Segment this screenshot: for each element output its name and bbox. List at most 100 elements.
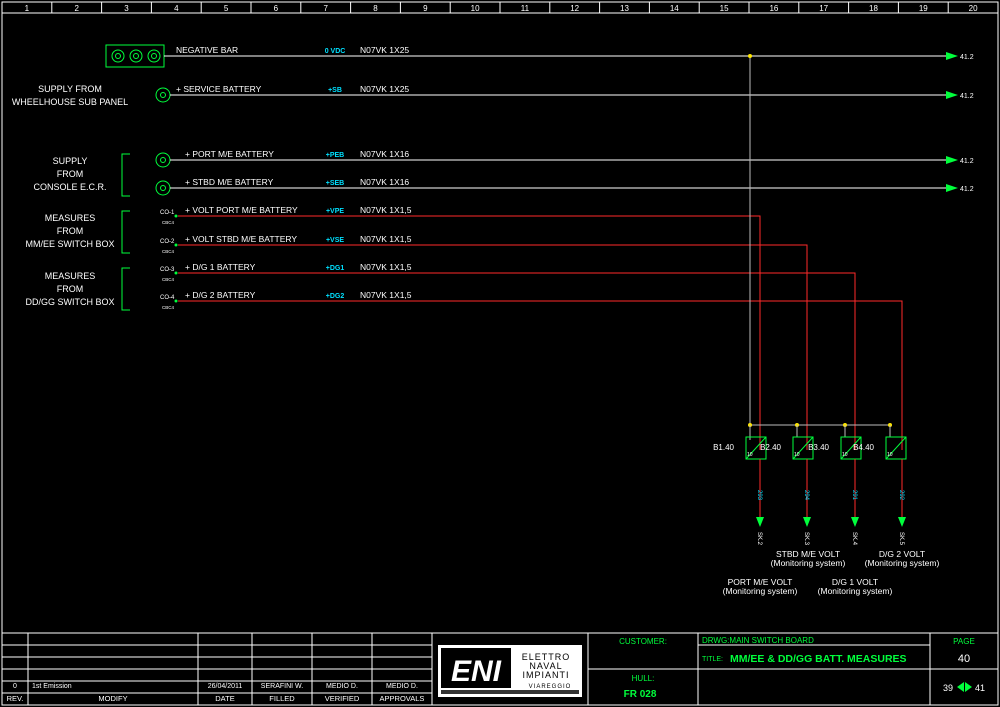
column-number: 17 — [819, 4, 828, 13]
modify-value: 1st Emission — [32, 683, 72, 690]
page-reference[interactable]: 41.2 — [960, 186, 974, 193]
title-label: TITLE: — [702, 656, 723, 663]
supply-terminal-inner — [160, 92, 166, 98]
column-number: 14 — [670, 4, 679, 13]
column-number: 18 — [869, 4, 878, 13]
line-label: + VOLT PORT M/E BATTERY — [185, 205, 298, 215]
logo-text: ENI — [451, 655, 502, 688]
column-number: 3 — [124, 4, 129, 13]
measure-module-body[interactable] — [792, 436, 814, 460]
column-number: 7 — [323, 4, 328, 13]
hull-value: FR 028 — [624, 689, 657, 700]
cable-type: N07VK 1X1,5 — [360, 262, 412, 272]
connector-dot — [174, 214, 178, 218]
continuation-arrow-icon[interactable] — [946, 52, 958, 60]
group-mmee-line-2: FROM — [57, 226, 84, 236]
measure-module-body[interactable] — [840, 436, 862, 460]
page-reference[interactable]: 41.2 — [960, 158, 974, 165]
measure-module-body[interactable] — [885, 436, 907, 460]
terminal-label: SK.3 — [803, 532, 809, 546]
group-mmee-line-3: MM/EE SWITCH BOX — [25, 239, 114, 249]
verified-header: VERIFIED — [325, 694, 360, 703]
page-reference[interactable]: 41.2 — [960, 93, 974, 100]
column-number: 16 — [769, 4, 778, 13]
column-number: 20 — [969, 4, 978, 13]
group-mmee-bracket — [121, 210, 130, 254]
group-ddgg-line-2: FROM — [57, 284, 84, 294]
group-console-line-1: SUPPLY — [53, 156, 88, 166]
module-diagonal — [745, 436, 767, 460]
terminal-circle-inner — [133, 53, 139, 59]
module-id: B3.40 — [808, 443, 829, 452]
measure-wire — [178, 300, 903, 450]
next-page-number[interactable]: 41 — [975, 683, 985, 693]
group-ddgg-bracket — [121, 267, 130, 311]
page-reference[interactable]: 41.2 — [960, 54, 974, 61]
company-name-1: ELETTRO — [522, 652, 571, 662]
next-page-arrow-icon[interactable] — [965, 682, 972, 692]
supply-terminal — [155, 152, 171, 168]
group-ddgg-line-1: MEASURES — [45, 271, 96, 281]
output-arrow-icon[interactable] — [851, 517, 859, 527]
group-console-bracket — [121, 153, 130, 197]
column-number: 12 — [570, 4, 579, 13]
signal-name: +DG1 — [326, 265, 345, 272]
module-pin: 10 — [794, 452, 800, 458]
customer-label: CUSTOMER: — [619, 637, 667, 646]
cable-type: N07VK 1X1,5 — [360, 290, 412, 300]
output-arrow-icon[interactable] — [898, 517, 906, 527]
connector-sub: CBC4 — [162, 220, 175, 225]
output-stbd-sub: (Monitoring system) — [771, 558, 846, 568]
prev-page-arrow-icon[interactable] — [957, 682, 964, 692]
approvals-header: APPROVALS — [380, 694, 425, 703]
line-label: NEGATIVE BAR — [176, 45, 238, 55]
output-stbd-title: STBD M/E VOLT — [776, 549, 840, 559]
terminal-label: SK.4 — [851, 532, 857, 546]
terminal-circle-inner — [115, 53, 121, 59]
continuation-arrow-icon[interactable] — [946, 184, 958, 192]
continuation-arrow-icon[interactable] — [946, 91, 958, 99]
connector-tag: CO-3 — [160, 267, 175, 273]
output-arrow-icon[interactable] — [756, 517, 764, 527]
output-dg1-title: D/G 1 VOLT — [832, 577, 878, 587]
wire-number: 292 — [898, 490, 904, 501]
module-diagonal — [885, 436, 907, 460]
cable-type: N07VK 1X25 — [360, 45, 409, 55]
cable-type: N07VK 1X16 — [360, 177, 409, 187]
signal-name: +VPE — [326, 208, 344, 215]
terminal-circle — [147, 49, 161, 63]
supply-terminal — [155, 180, 171, 196]
output-dg2-sub: (Monitoring system) — [865, 558, 940, 568]
approvals-value: MEDIO D. — [386, 683, 418, 690]
output-port-sub: (Monitoring system) — [723, 586, 798, 596]
connector-dot — [174, 243, 178, 247]
output-dg2-title: D/G 2 VOLT — [879, 549, 925, 559]
group-console: SUPPLY FROM CONSOLE E.C.R. — [33, 153, 130, 197]
column-number: 2 — [74, 4, 79, 13]
prev-page-number[interactable]: 39 — [943, 683, 953, 693]
revision-table: 0 1st Emission 26/04/2011 SERAFINI W. ME… — [7, 683, 425, 703]
supply-terminal-inner — [160, 185, 166, 191]
measure-wire — [178, 272, 856, 450]
drawing-name: DRWG:MAIN SWITCH BOARD — [702, 636, 814, 645]
output-port-title: PORT M/E VOLT — [728, 577, 793, 587]
module-id: B4.40 — [853, 443, 874, 452]
negative-bar-terminal-block — [105, 44, 165, 68]
continuation-arrow-icon[interactable] — [946, 156, 958, 164]
wire-number: 291 — [851, 490, 857, 501]
measure-module-body[interactable] — [745, 436, 767, 460]
output-arrow-icon[interactable] — [803, 517, 811, 527]
column-number: 1 — [25, 4, 30, 13]
group-mmee: MEASURES FROM MM/EE SWITCH BOX — [25, 210, 130, 254]
module-id: B1.40 — [713, 443, 734, 452]
logo-address-strip — [441, 690, 579, 694]
filled-header: FILLED — [269, 694, 295, 703]
column-number: 13 — [620, 4, 629, 13]
logo-mark — [441, 648, 511, 688]
page-number: 40 — [958, 653, 970, 665]
column-number: 19 — [919, 4, 928, 13]
date-value: 26/04/2011 — [208, 683, 243, 690]
